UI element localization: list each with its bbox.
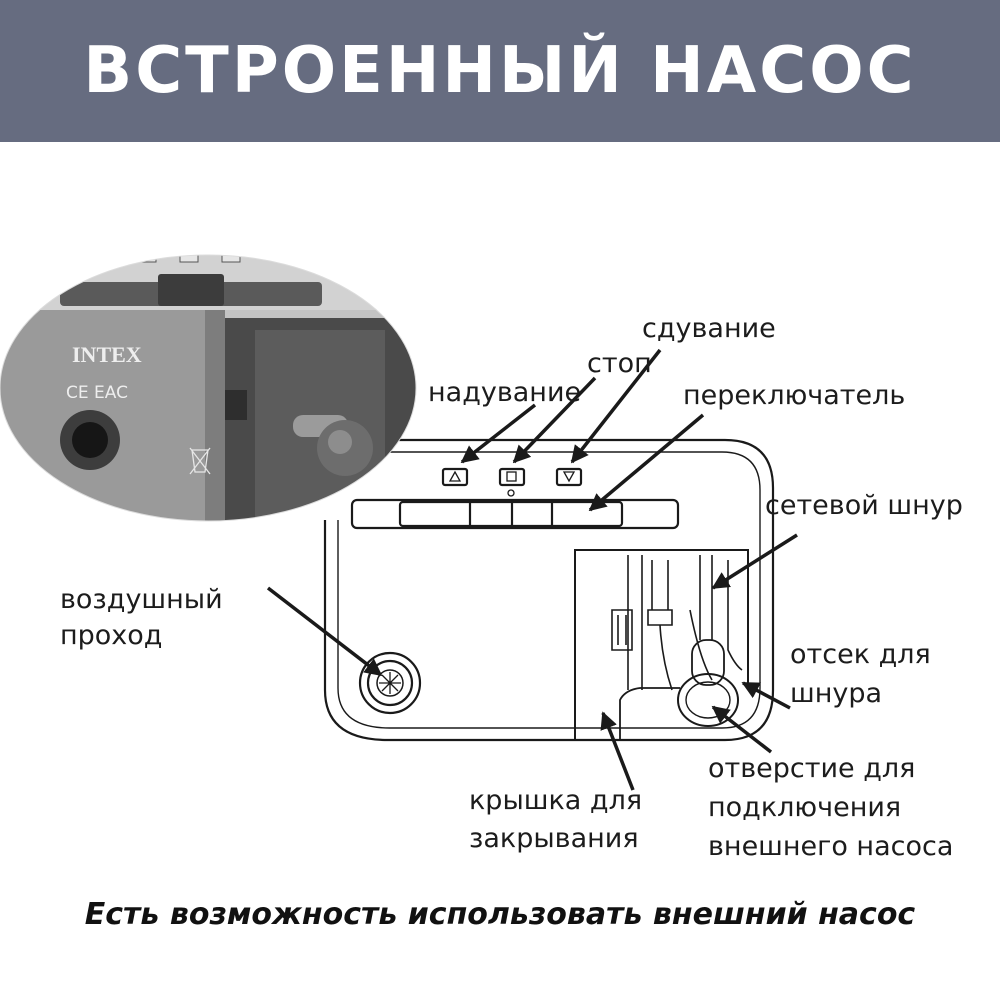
- leader-lines: [266, 348, 798, 791]
- arrow-deflate: [570, 348, 662, 464]
- header-banner: ВСТРОЕННЫЙ НАСОС: [0, 0, 1000, 142]
- arrow-air-passage: [266, 586, 383, 677]
- slider-track: [350, 498, 680, 530]
- stop-symbol: [506, 471, 517, 482]
- cord-compartment-outline: [574, 549, 749, 740]
- label-deflate: сдувание: [642, 313, 776, 344]
- page-title: ВСТРОЕННЫЙ НАСОС: [83, 34, 917, 108]
- photo-air-socket-inner: [72, 422, 108, 458]
- photo-button: [137, 255, 157, 263]
- label-air-passage-line1: воздушный: [60, 584, 223, 615]
- arrow-power-cord: [711, 533, 798, 590]
- arrow-inflate: [460, 403, 537, 464]
- air-passage-grille: [376, 669, 404, 697]
- photo-cert-marks: CE EAC: [66, 383, 128, 403]
- inflate-button-shape: [441, 467, 469, 487]
- pump-photo: INTEX CE EAC: [0, 255, 416, 521]
- label-cord-compartment-line1: отсек для: [790, 639, 931, 670]
- pump-body-outline: [323, 438, 775, 742]
- label-switch: переключатель: [683, 380, 906, 411]
- pump-body-inner-outline: [337, 451, 761, 729]
- indicator-dot: [507, 489, 515, 497]
- cord-channel: [627, 555, 743, 690]
- arrow-stop: [512, 376, 597, 464]
- label-lid-line2: закрывания: [469, 823, 639, 854]
- photo-frame: [0, 254, 417, 522]
- cord-clip: [611, 609, 633, 651]
- arrow-switch: [588, 413, 705, 512]
- photo-latch: [225, 390, 247, 420]
- label-cord-compartment-line2: шнура: [790, 678, 883, 709]
- air-passage-ring: [358, 651, 422, 715]
- external-pump-port: [677, 673, 739, 727]
- compartment-lid-hinge: [619, 687, 680, 740]
- label-lid-line1: крышка для: [469, 785, 643, 816]
- arrow-external-port: [711, 705, 773, 754]
- label-stop: стоп: [587, 348, 652, 379]
- pump-panel-drawing: [323, 438, 775, 742]
- photo-recycle-icon: [189, 447, 211, 475]
- photo-brand-logo: INTEX: [72, 342, 142, 367]
- photo-panel-edge: [205, 310, 225, 521]
- label-air-passage-line2: проход: [60, 620, 163, 651]
- deflate-button-shape: [555, 467, 583, 487]
- cord-wire: [659, 609, 713, 691]
- external-pump-port-inner: [685, 681, 731, 719]
- cord-plug: [647, 560, 673, 626]
- footer-note: Есть возможность использовать внешний на…: [84, 897, 916, 932]
- photo-valve-cap-highlight: [328, 430, 352, 454]
- air-passage-ring-inner: [366, 659, 414, 707]
- arrow-lid: [600, 711, 635, 791]
- label-inflate: надувание: [428, 377, 582, 408]
- label-external-port-line2: подключения: [708, 792, 902, 823]
- photo-slider-knob: [158, 274, 224, 306]
- inflate-symbol: [448, 470, 462, 482]
- air-passage-grille-lines: [379, 672, 401, 694]
- external-pump-valve-stem: [691, 639, 725, 686]
- label-external-port-line1: отверстие для: [708, 753, 916, 784]
- deflate-symbol: [562, 471, 576, 483]
- arrow-cord-compartment: [741, 681, 791, 710]
- label-external-port-line3: внешнего насоса: [708, 831, 954, 862]
- label-power-cord: сетевой шнур: [765, 490, 963, 521]
- stop-button-shape: [498, 467, 526, 487]
